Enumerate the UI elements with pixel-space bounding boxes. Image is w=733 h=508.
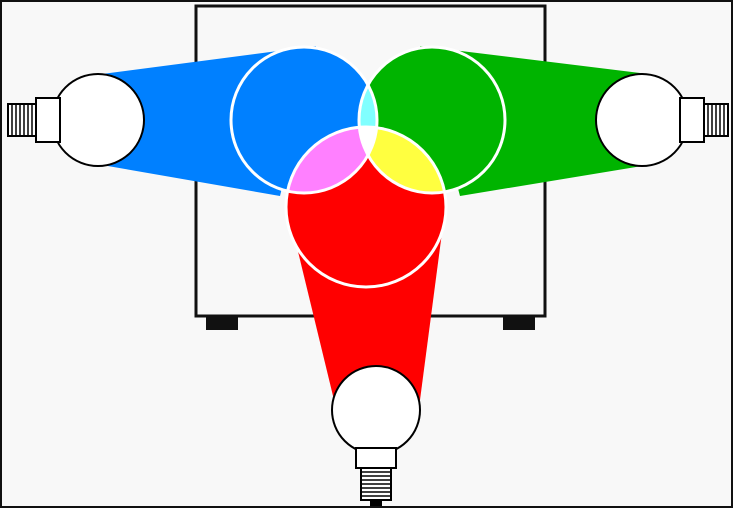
bulb-contact — [370, 500, 382, 506]
light-bulb-icon — [332, 366, 420, 506]
screen-leg-right — [503, 316, 535, 330]
light-bulb-icon — [8, 74, 144, 166]
light-bulb-icon — [596, 74, 728, 166]
screen-leg-left — [206, 316, 238, 330]
